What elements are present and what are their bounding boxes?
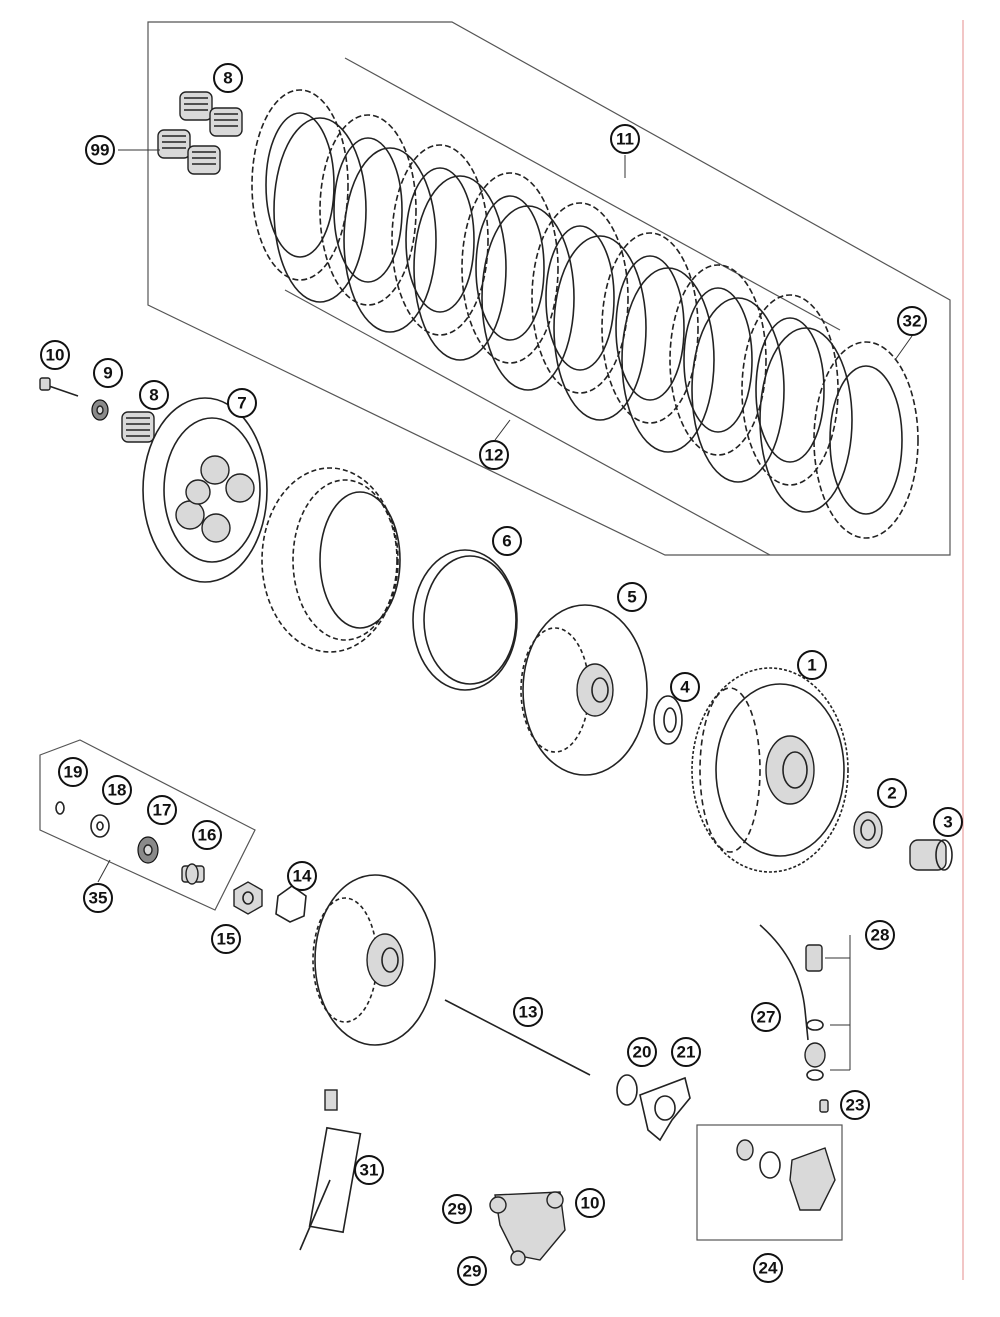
callout-99: 99 bbox=[85, 135, 115, 165]
callout-28: 28 bbox=[865, 920, 895, 950]
callout-7: 7 bbox=[227, 388, 257, 418]
svg-text:4: 4 bbox=[680, 678, 690, 697]
callout-8-top: 8 bbox=[213, 63, 243, 93]
callout-27: 27 bbox=[751, 1002, 781, 1032]
svg-text:18: 18 bbox=[108, 781, 127, 800]
plate-kit-guide-top bbox=[344, 57, 841, 331]
bushing bbox=[909, 839, 953, 871]
callout-3: 3 bbox=[933, 807, 963, 837]
callout-19: 19 bbox=[58, 757, 88, 787]
outer-clutch-basket bbox=[691, 667, 849, 873]
callout-1: 1 bbox=[797, 650, 827, 680]
callout-9: 9 bbox=[93, 358, 123, 388]
svg-text:23: 23 bbox=[846, 1096, 865, 1115]
svg-text:11: 11 bbox=[616, 130, 634, 149]
callout-32-leader bbox=[894, 335, 913, 361]
callout-11: 11 bbox=[610, 124, 640, 154]
bleeding-syringe bbox=[299, 1089, 362, 1251]
callout-10-top: 10 bbox=[40, 340, 70, 370]
wire-ring bbox=[412, 549, 518, 691]
bearing-kit-frame bbox=[39, 739, 256, 911]
callout-2: 2 bbox=[877, 778, 907, 808]
svg-text:3: 3 bbox=[943, 813, 952, 832]
svg-text:14: 14 bbox=[293, 867, 312, 886]
svg-text:12: 12 bbox=[485, 446, 504, 465]
slave-cylinder-kit-parts bbox=[736, 1139, 836, 1211]
callout-18: 18 bbox=[102, 775, 132, 805]
o-ring-and-gasket bbox=[616, 1074, 691, 1142]
callout-6: 6 bbox=[492, 526, 522, 556]
callout-16: 16 bbox=[192, 820, 222, 850]
callout-12: 12 bbox=[479, 440, 509, 470]
callout-23: 23 bbox=[840, 1090, 870, 1120]
callout-35-leader bbox=[97, 859, 111, 883]
svg-text:15: 15 bbox=[217, 930, 236, 949]
svg-text:8: 8 bbox=[223, 69, 232, 88]
plate-kit-frame bbox=[147, 21, 951, 556]
callout-32: 32 bbox=[897, 306, 927, 336]
svg-text:10: 10 bbox=[581, 1194, 600, 1213]
callout-5: 5 bbox=[617, 582, 647, 612]
callout-12-leader bbox=[494, 419, 511, 441]
callout-17: 17 bbox=[147, 795, 177, 825]
callout-14: 14 bbox=[287, 861, 317, 891]
hydraulic-line-assembly bbox=[759, 924, 829, 1113]
svg-text:27: 27 bbox=[757, 1008, 776, 1027]
svg-text:29: 29 bbox=[448, 1200, 467, 1219]
callout-35: 35 bbox=[83, 883, 113, 913]
plate-kit-guide-bottom bbox=[284, 289, 771, 556]
svg-text:28: 28 bbox=[871, 926, 890, 945]
svg-text:29: 29 bbox=[463, 1262, 482, 1281]
svg-text:17: 17 bbox=[153, 801, 172, 820]
svg-text:20: 20 bbox=[633, 1043, 652, 1062]
callout-21: 21 bbox=[671, 1037, 701, 1067]
clutch-plates-stack bbox=[251, 89, 919, 539]
inner-clutch-hub bbox=[520, 604, 648, 776]
svg-text:21: 21 bbox=[677, 1043, 696, 1062]
callout-29-top: 29 bbox=[442, 1194, 472, 1224]
svg-text:7: 7 bbox=[237, 394, 246, 413]
svg-text:24: 24 bbox=[759, 1259, 778, 1278]
thrust-washer bbox=[653, 695, 683, 745]
svg-text:8: 8 bbox=[149, 386, 158, 405]
callout-31: 31 bbox=[354, 1155, 384, 1185]
svg-text:6: 6 bbox=[502, 532, 511, 551]
clutch-plate-pack bbox=[261, 467, 401, 653]
push-rod bbox=[444, 999, 591, 1076]
needle-bearing bbox=[853, 811, 883, 849]
callout-4: 4 bbox=[670, 672, 700, 702]
svg-text:19: 19 bbox=[64, 763, 83, 782]
callout-13: 13 bbox=[513, 997, 543, 1027]
clutch-slave-cylinder bbox=[489, 1191, 566, 1266]
callout-8-middle: 8 bbox=[139, 380, 169, 410]
callout-24: 24 bbox=[753, 1253, 783, 1283]
svg-text:2: 2 bbox=[887, 784, 896, 803]
svg-text:9: 9 bbox=[103, 364, 112, 383]
pressure-plate bbox=[142, 397, 268, 583]
callout-10-bottom: 10 bbox=[575, 1188, 605, 1218]
callout-20: 20 bbox=[627, 1037, 657, 1067]
bearing-kit-parts bbox=[55, 801, 205, 885]
svg-text:99: 99 bbox=[91, 141, 110, 160]
lower-clutch-hub bbox=[312, 874, 436, 1046]
svg-text:13: 13 bbox=[519, 1003, 538, 1022]
slave-cylinder-kit-frame bbox=[696, 1124, 843, 1241]
svg-text:32: 32 bbox=[903, 312, 922, 331]
callout-29-bottom: 29 bbox=[457, 1256, 487, 1286]
clutch-springs-top bbox=[157, 91, 243, 175]
svg-text:35: 35 bbox=[89, 889, 108, 908]
pressure-plate-bolt-set bbox=[39, 377, 155, 443]
svg-text:10: 10 bbox=[46, 346, 65, 365]
svg-text:5: 5 bbox=[627, 588, 636, 607]
callout-28-bracket bbox=[825, 935, 851, 1071]
svg-text:16: 16 bbox=[198, 826, 217, 845]
svg-text:1: 1 bbox=[807, 656, 816, 675]
callout-15: 15 bbox=[211, 924, 241, 954]
svg-text:31: 31 bbox=[360, 1161, 379, 1180]
